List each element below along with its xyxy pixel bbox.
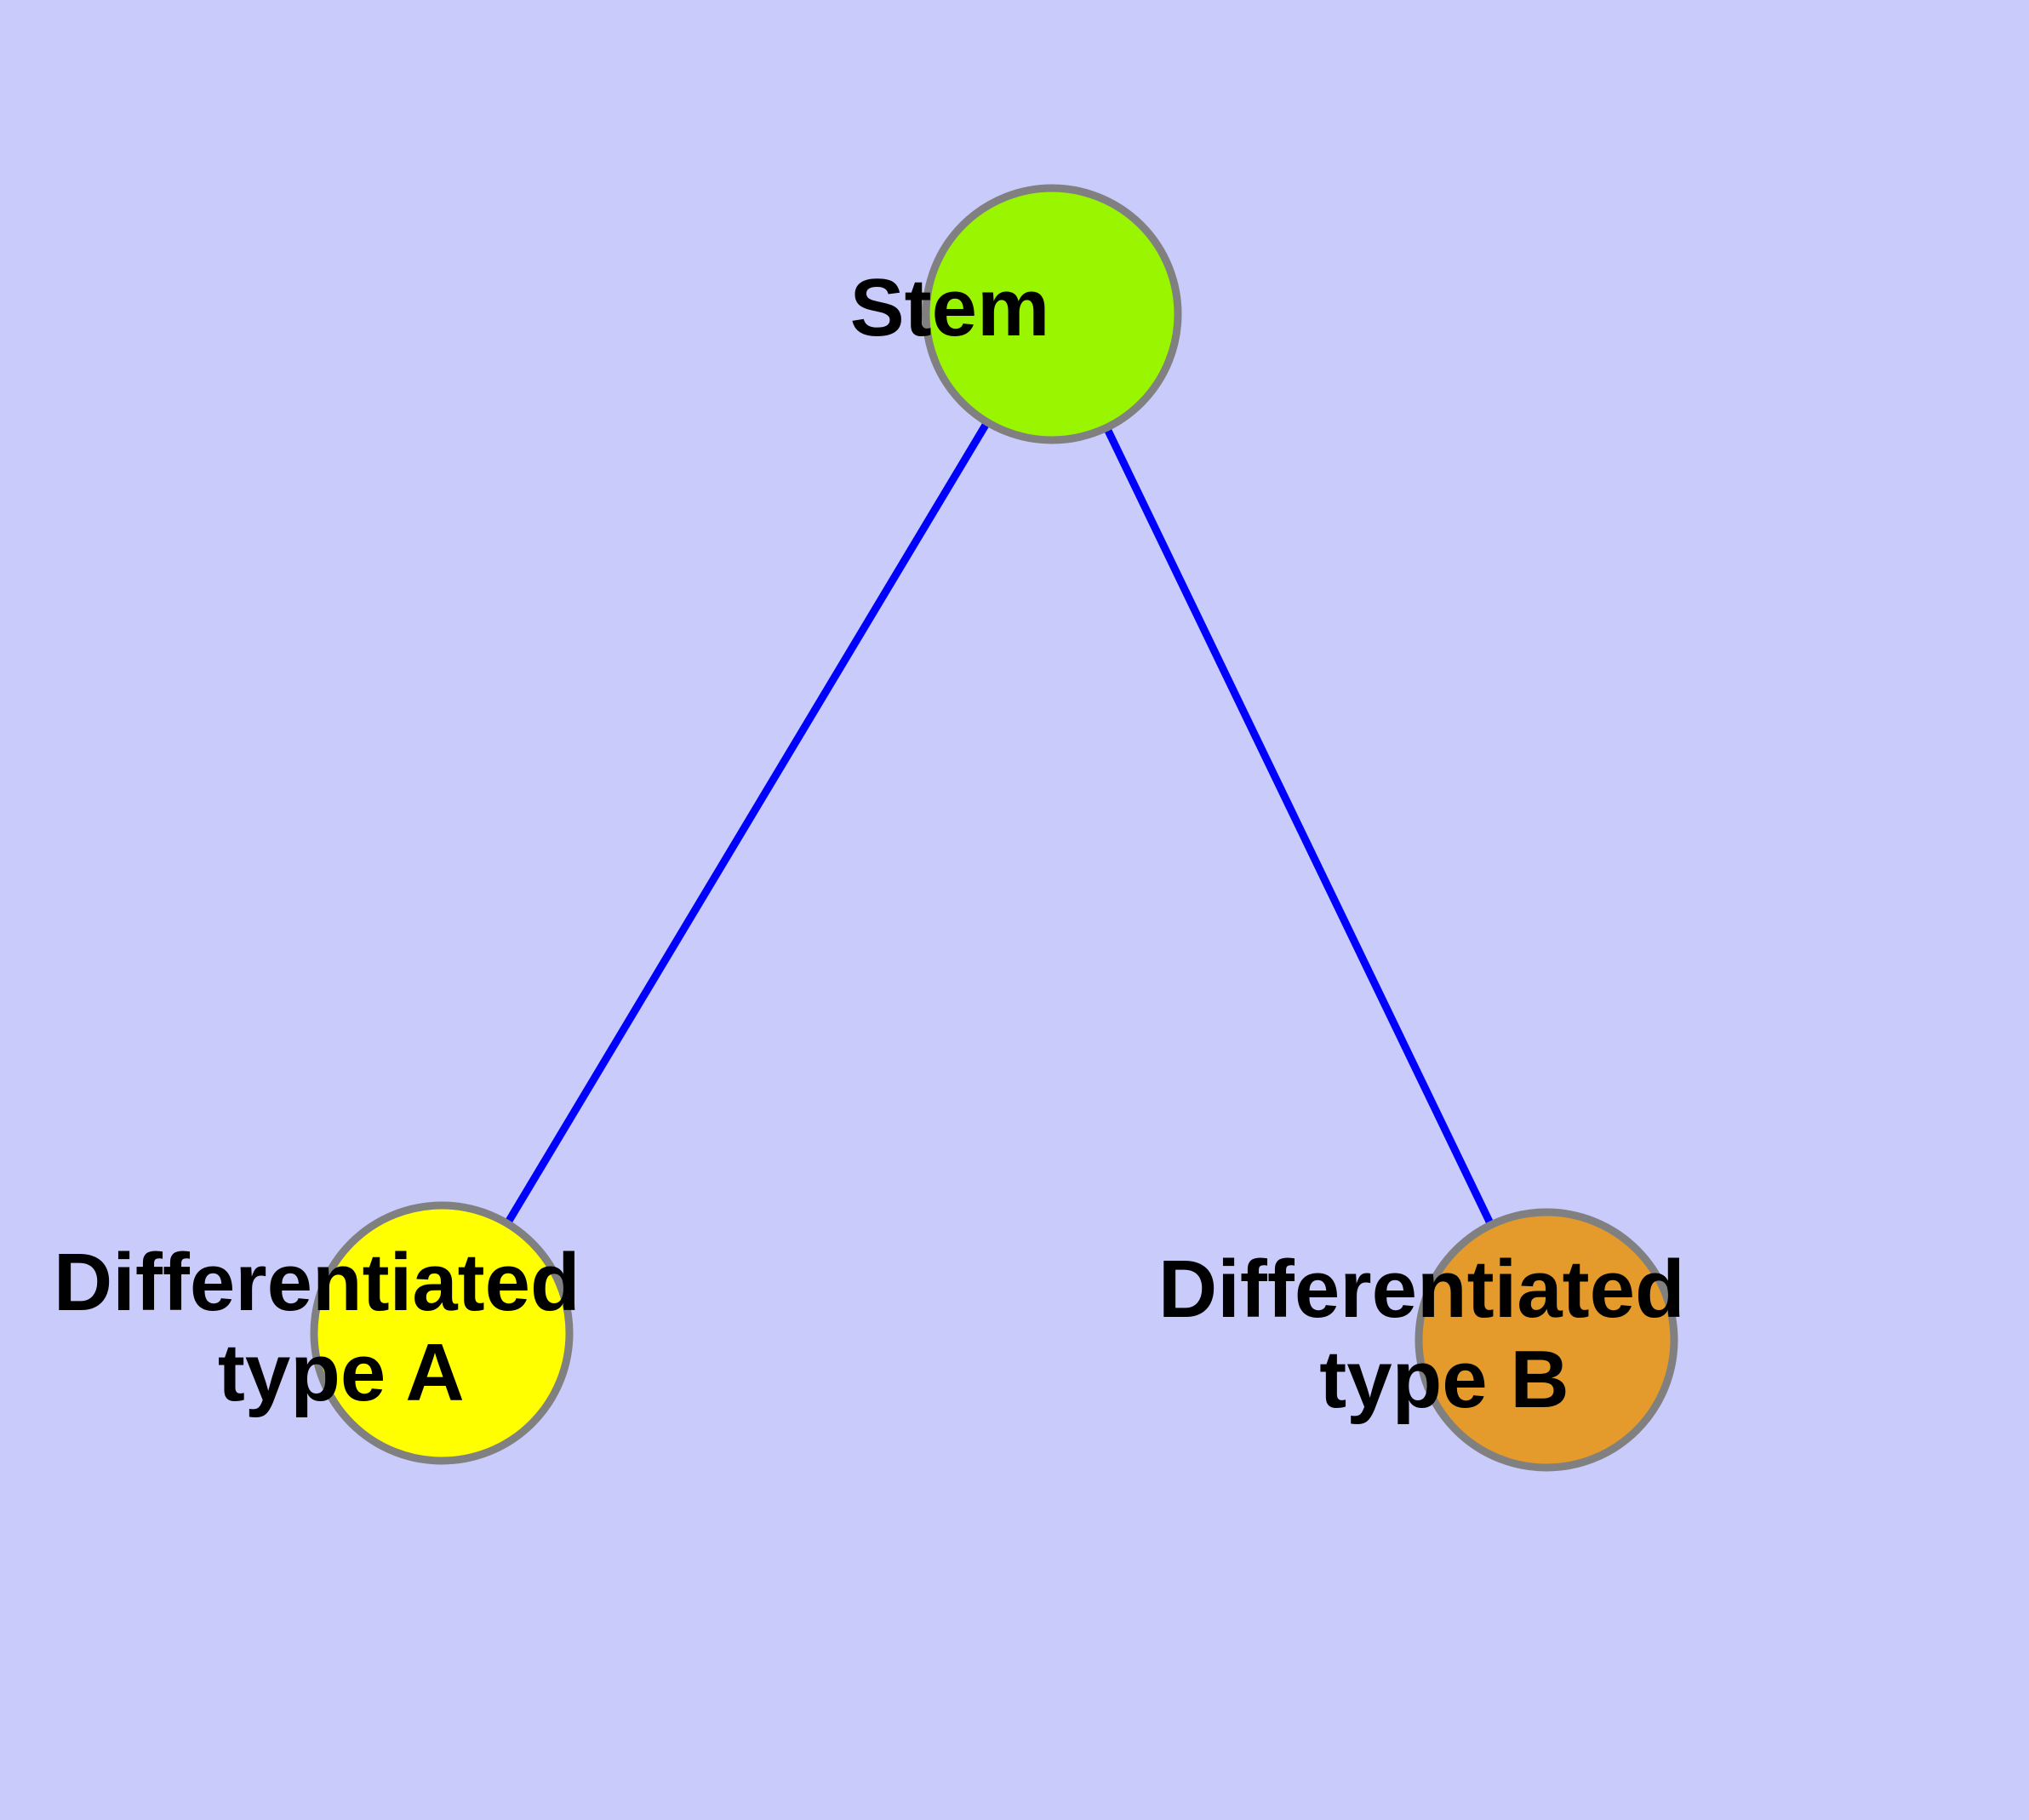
node-differentiated-type-a-circle[interactable]: [310, 1201, 574, 1465]
node-b-label-line2: type B: [1319, 1334, 1569, 1425]
node-differentiated-type-b-circle[interactable]: [1415, 1208, 1678, 1472]
node-stem-label-line1: Stem: [850, 262, 1050, 353]
edge-layer: [438, 312, 1551, 1342]
node-stem-circle[interactable]: [922, 184, 1182, 444]
node-stem[interactable]: Stem: [850, 184, 1255, 444]
node-layer: Stem Differentiated type A Differentiate…: [54, 184, 1935, 1472]
node-b-label-line1: Differentiated: [1158, 1244, 1685, 1335]
node-differentiated-type-b[interactable]: Differentiated type B: [1158, 1208, 1935, 1472]
node-differentiated-type-a-label: Differentiated type A: [54, 1237, 830, 1418]
edge-stem-to-differentiated-b[interactable]: [1048, 312, 1551, 1342]
edge-stem-to-differentiated-a[interactable]: [438, 312, 1055, 1336]
node-differentiated-type-a[interactable]: Differentiated type A: [54, 1201, 830, 1465]
node-a-label-line2: type A: [218, 1327, 463, 1418]
node-a-label-line1: Differentiated: [54, 1237, 580, 1328]
node-differentiated-type-b-label: Differentiated type B: [1158, 1244, 1935, 1425]
node-stem-label: Stem: [850, 262, 1255, 353]
